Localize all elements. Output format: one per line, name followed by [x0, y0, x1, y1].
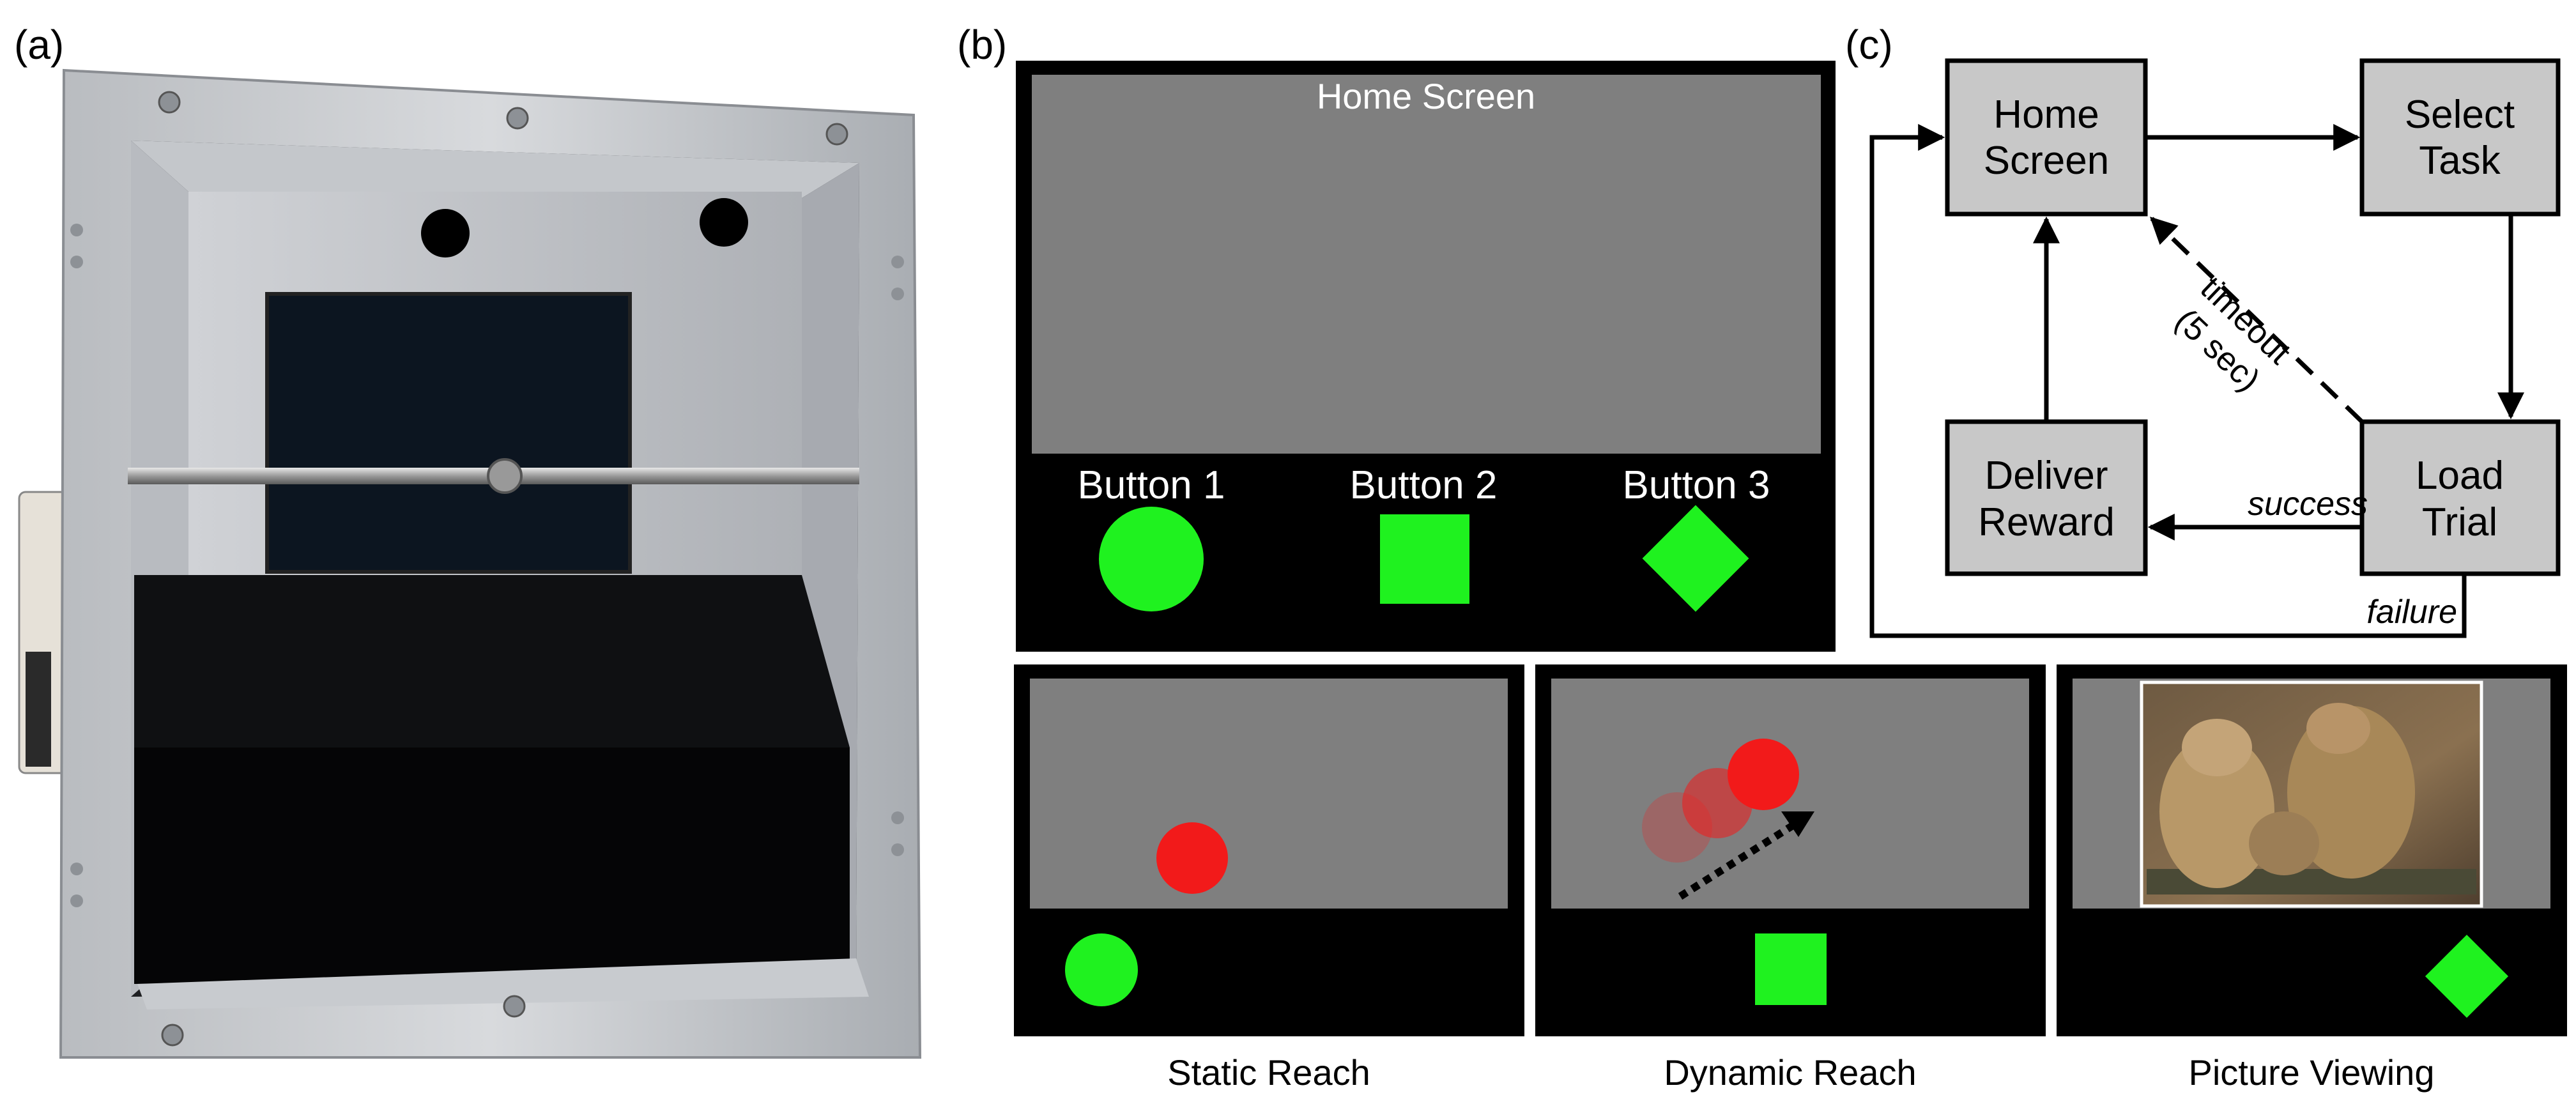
apparatus-photo	[18, 68, 922, 1059]
home-screen-display: Home Screen Button 1 Button 2 Button 3	[1016, 61, 1836, 652]
button-2-label: Button 2	[1350, 463, 1498, 507]
green-diamond-icon[interactable]	[1642, 505, 1749, 612]
dynamic-reach-display: Dynamic Reach	[1535, 664, 2046, 1093]
green-circle-icon[interactable]	[1065, 933, 1138, 1006]
static-reach-display: Static Reach	[1014, 664, 1524, 1093]
node-load-line1: Load	[2416, 454, 2504, 498]
node-home-line1: Home	[1993, 93, 2099, 137]
node-deliver-reward: Deliver Reward	[1945, 419, 2148, 576]
green-diamond-icon[interactable]	[2425, 934, 2509, 1018]
button-1-label: Button 1	[1078, 463, 1225, 507]
green-square-icon[interactable]	[1380, 514, 1469, 604]
node-select-task: Select Task	[2359, 58, 2561, 217]
green-square-icon[interactable]	[1755, 933, 1827, 1005]
node-select-line1: Select	[2405, 93, 2515, 137]
motion-arrowhead-icon	[1781, 811, 1814, 837]
edge-label-failure: failure	[2366, 594, 2457, 631]
monkey-photo	[2140, 680, 2483, 908]
edge-label-success: success	[2248, 486, 2368, 523]
panel-b: (b) Home Screen Button 1 Button 2 Button…	[957, 22, 2567, 1093]
motion-arrow	[1678, 815, 1805, 900]
edge-timeout-dashed	[2149, 217, 2364, 424]
panel-c-label: (c)	[1845, 22, 1893, 68]
node-home-screen: Home Screen	[1945, 58, 2148, 217]
node-home-line2: Screen	[1984, 139, 2109, 183]
red-target-icon	[1728, 739, 1799, 810]
panel-a: (a)	[14, 22, 922, 1059]
panel-a-label: (a)	[14, 22, 64, 68]
home-screen-title: Home Screen	[1317, 76, 1535, 116]
node-load-line2: Trial	[2422, 500, 2497, 544]
panel-b-label: (b)	[957, 22, 1007, 68]
button-3-label: Button 3	[1623, 463, 1770, 507]
node-deliver-line1: Deliver	[1985, 454, 2108, 498]
dynamic-reach-caption: Dynamic Reach	[1664, 1052, 1916, 1093]
static-reach-caption: Static Reach	[1167, 1052, 1370, 1093]
edge-failure-loop	[1869, 124, 2467, 638]
panel-c: (c) Home Screen Select Task Deliver Rewa…	[1845, 22, 2561, 638]
home-screen-area	[1032, 75, 1821, 454]
node-deliver-line2: Reward	[1978, 500, 2115, 544]
red-target-icon	[1156, 822, 1228, 894]
node-load-trial: Load Trial	[2359, 419, 2561, 576]
node-select-line2: Task	[2419, 139, 2501, 183]
green-circle-icon[interactable]	[1099, 507, 1204, 611]
edge-label-timeout: timeout (5 sec)	[2168, 270, 2298, 399]
picture-viewing-display: Picture Viewing	[2057, 664, 2567, 1093]
picture-viewing-caption: Picture Viewing	[2189, 1052, 2435, 1093]
